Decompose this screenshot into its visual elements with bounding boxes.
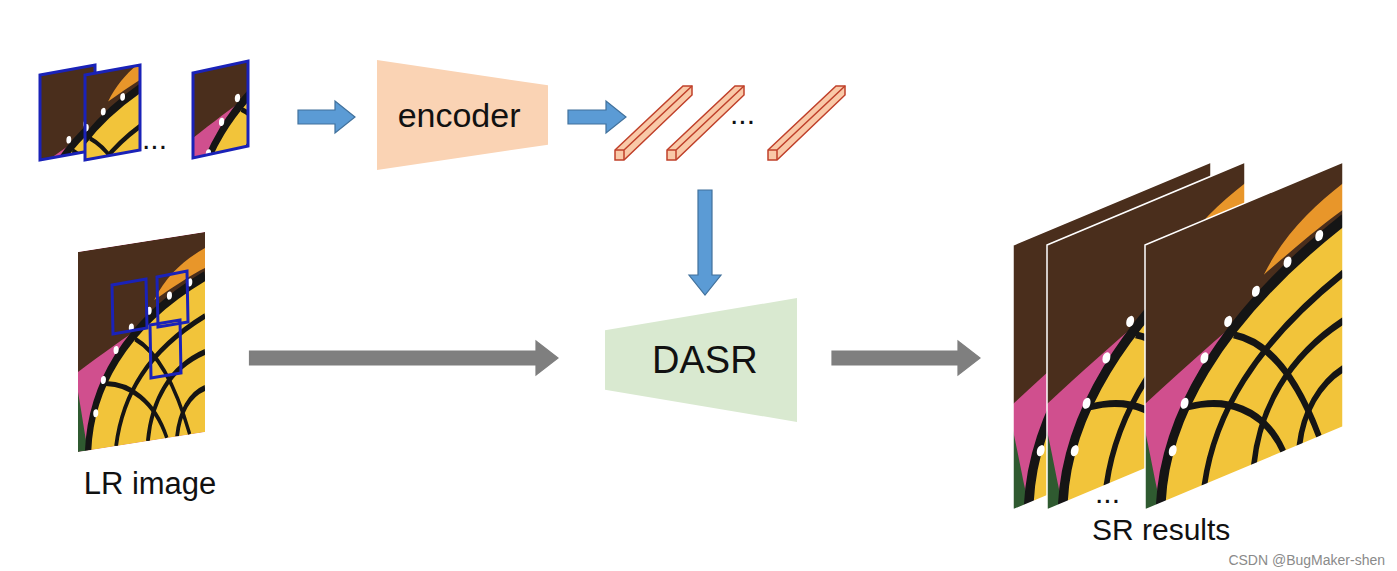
- sr-results: ... SR results: [1010, 158, 1346, 553]
- image-patch: [182, 0, 314, 228]
- sr-image: [1145, 162, 1343, 510]
- feature-vector: [768, 86, 845, 160]
- node-text: ...: [1095, 478, 1120, 508]
- image-patch: [193, 61, 248, 158]
- flow-arrow: [568, 101, 626, 133]
- image-patch: [85, 65, 140, 160]
- lr-image: LR image: [74, 228, 227, 510]
- dasr-shape: [605, 298, 797, 422]
- feature-vector: [768, 86, 845, 160]
- feature-vectors: ...: [626, 82, 848, 166]
- node-text: DASR: [652, 341, 758, 379]
- sr-image: [1145, 162, 1343, 510]
- flow-arrow: [250, 341, 559, 375]
- node-text: LR image: [84, 468, 217, 499]
- dasr-block: DASR: [605, 298, 797, 422]
- node-text: ...: [142, 124, 167, 154]
- image-patch: [193, 61, 248, 158]
- feature-vector: [768, 86, 845, 160]
- flow-arrow: [689, 190, 721, 295]
- node-text: encoder: [398, 98, 521, 132]
- image-patch: [36, 37, 157, 246]
- flow-arrow: [832, 341, 980, 375]
- lr-image-picture: [78, 232, 205, 452]
- patch-box: [157, 271, 188, 327]
- node-text: SR results: [1092, 515, 1230, 545]
- image-patch: [85, 65, 140, 160]
- node-text: ...: [730, 99, 755, 129]
- patch-box: [150, 320, 181, 378]
- flow-arrow: [298, 101, 355, 133]
- lr-image-picture: [78, 232, 205, 452]
- image-patches: ...: [40, 58, 252, 164]
- image-patch: [85, 65, 140, 160]
- encoder-block: encoder: [377, 60, 548, 170]
- encoder-shape: [377, 60, 548, 170]
- sr-image: [1145, 162, 1343, 510]
- sr-image: [1145, 162, 1343, 510]
- image-patch: [193, 61, 248, 158]
- patch-box: [112, 279, 147, 334]
- patch-box: [112, 271, 188, 378]
- watermark: CSDN @BugMaker-shen: [1228, 553, 1385, 567]
- lr-image-picture: [78, 232, 205, 452]
